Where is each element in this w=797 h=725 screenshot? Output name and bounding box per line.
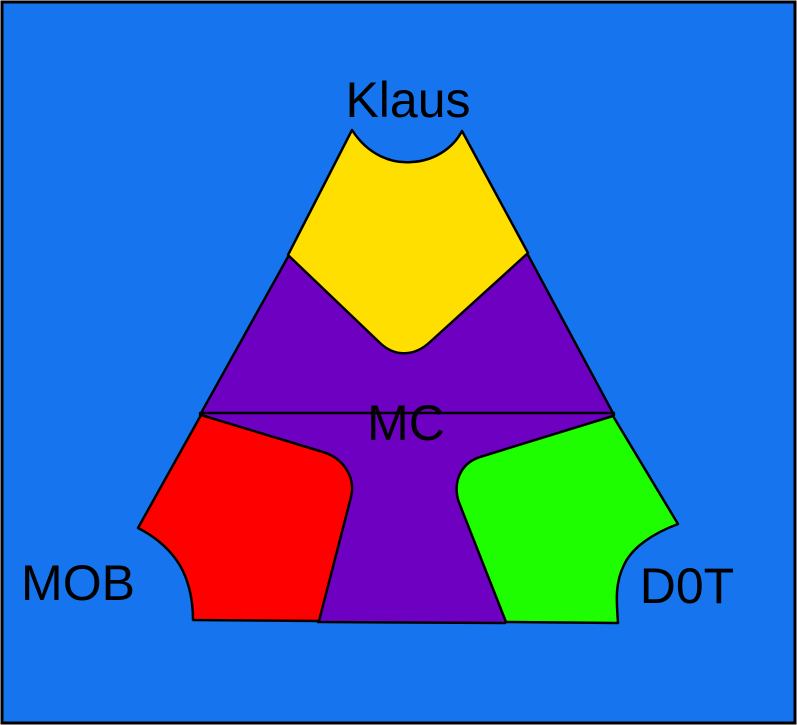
- region-mob: [136, 413, 354, 623]
- region-klaus: [286, 128, 530, 355]
- label-mc: MC: [367, 395, 445, 451]
- label-dot: D0T: [640, 558, 734, 614]
- region-dot: [455, 414, 680, 625]
- label-mob: MOB: [21, 555, 135, 611]
- label-klaus: Klaus: [345, 72, 470, 128]
